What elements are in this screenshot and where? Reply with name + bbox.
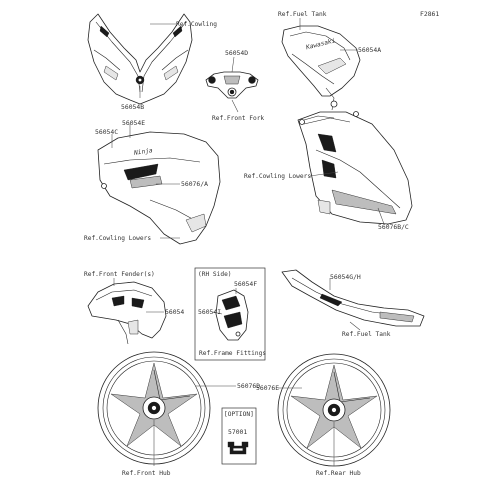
part-56054a-label: 56054A: [358, 46, 381, 54]
ref-front-fenders-label: Ref.Front Fender(s): [84, 271, 155, 278]
option-box: [221, 407, 257, 465]
part-56054i-label: 56054I: [198, 308, 221, 316]
part-57001-label: 57001: [228, 428, 247, 436]
ref-cowling-lowers-left-label: Ref.Cowling Lowers: [84, 235, 151, 242]
side-fairing-decal-drawing: [281, 269, 425, 327]
part-56054f-label: 56054F: [234, 280, 257, 288]
option-tool-drawing: [227, 441, 249, 455]
leader-line: [377, 207, 385, 225]
frame-fittings-drawing: [215, 289, 249, 341]
part-56076d-label: 56076D: [237, 382, 260, 390]
leader-line: [309, 171, 339, 177]
upper-cowling-drawing: [87, 13, 193, 105]
front-fender-drawing: [87, 281, 167, 345]
ref-cowling-lowers-right-label: Ref.Cowling Lowers: [244, 173, 311, 180]
ref-frame-fittings-label: Ref.Frame Fittings: [199, 350, 266, 357]
leader-line: [349, 321, 361, 331]
part-56054b-label: 56054B: [121, 103, 144, 111]
part-56054-label: 56054: [165, 308, 184, 316]
leader-line: [231, 99, 239, 113]
cowling-lowers-right-drawing: [297, 111, 413, 225]
ref-front-fork-label: Ref.Front Fork: [212, 115, 264, 122]
front-wheel-drawing: [97, 351, 211, 465]
cowling-left-drawing: Ninja: [97, 131, 221, 245]
part-56054d-label: 56054D: [225, 49, 248, 57]
option-label: [OPTION]: [224, 411, 254, 418]
ref-cowling-label: Ref.Cowling: [176, 21, 217, 28]
part-56076a-label: 56076/A: [181, 180, 208, 188]
part-56054gh-label: 56054G/H: [330, 273, 361, 281]
ref-fuel-tank-bottom-label: Ref.Fuel Tank: [342, 331, 391, 338]
front-fork-decal-drawing: [205, 71, 259, 99]
leader-line: [212, 311, 223, 315]
rh-side-label: (RH Side): [198, 271, 232, 278]
fuel-tank-drawing: Kawasaki: [281, 25, 361, 111]
ref-rear-hub-label: Ref.Rear Hub: [316, 470, 361, 477]
leader-line: [231, 56, 235, 73]
part-56076e-label: 56076E: [256, 384, 279, 392]
ref-front-hub-label: Ref.Front Hub: [122, 470, 171, 477]
svg-text:Ninja: Ninja: [133, 147, 154, 157]
part-56076bc-label: 56076B/C: [378, 223, 409, 231]
rh-side-box: [194, 267, 266, 361]
part-56054c-label: 56054C: [95, 128, 118, 136]
ref-fuel-tank-top-label: Ref.Fuel Tank: [278, 11, 327, 18]
figure-id: F2861: [420, 10, 439, 18]
part-56054e-label: 56054E: [122, 119, 145, 127]
